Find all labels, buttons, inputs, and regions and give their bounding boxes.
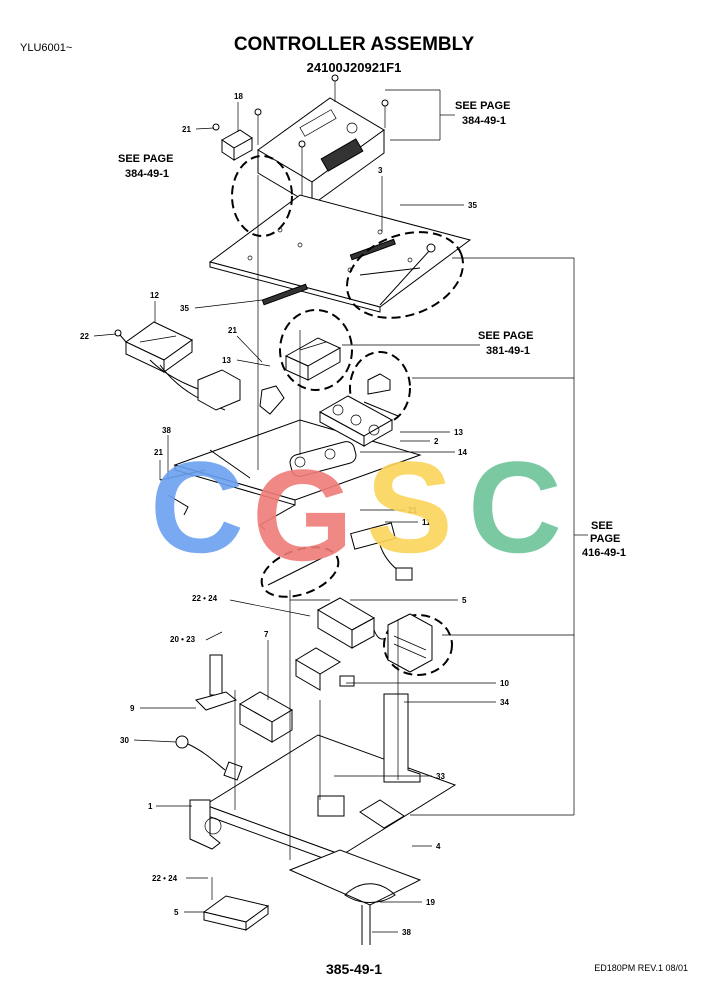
callout-12: 12 <box>150 291 159 300</box>
callout-21: 21 <box>228 326 237 335</box>
callout-13: 13 <box>454 428 463 437</box>
assembly-part-number: 24100J20921F1 <box>306 60 402 75</box>
callout-22: 22 <box>80 332 89 341</box>
callout-3: 3 <box>378 166 383 175</box>
relay-18 <box>221 129 253 161</box>
controller-module-5 <box>316 597 387 649</box>
callout-1: 1 <box>148 802 153 811</box>
detail-circle-contactor <box>279 309 353 391</box>
controller-unit <box>257 97 385 206</box>
see-page-number: 384-49-1 <box>462 115 506 127</box>
callout-9: 9 <box>130 704 135 713</box>
module-7 <box>239 691 293 743</box>
callout-34: 34 <box>500 698 509 707</box>
see-page-label-2: PAGE <box>590 533 620 545</box>
detail-circle-lower-rod <box>260 546 340 598</box>
callout-21: 21 <box>182 125 191 134</box>
page-number: 385-49-1 <box>325 961 383 977</box>
revision-stamp: ED180PM REV.1 08/01 <box>594 963 688 973</box>
callout-21: 21 <box>154 448 163 457</box>
contactor-13 <box>318 395 394 447</box>
bracket-13 <box>259 385 285 415</box>
guide-lines <box>211 175 399 900</box>
cable-19-38 <box>344 883 396 945</box>
model-code: YLU6001~ <box>20 42 73 54</box>
callout-35: 35 <box>468 201 477 210</box>
watermark-letter: G <box>252 442 353 588</box>
callout-5: 5 <box>462 596 467 605</box>
callout-22-24: 22 • 24 <box>152 874 178 883</box>
callout-33: 33 <box>436 772 445 781</box>
detail-circle-rods <box>345 231 465 319</box>
see-page-number: 416-49-1 <box>582 547 626 559</box>
callout-30: 30 <box>120 736 129 745</box>
strip-35-lower <box>261 283 308 306</box>
callout-22-24: 22 • 24 <box>192 594 218 603</box>
page-title: CONTROLLER ASSEMBLY <box>233 34 475 55</box>
callout-20-23: 20 • 23 <box>170 635 196 644</box>
fuse-11 <box>350 522 413 581</box>
see-page-416-bracket <box>342 257 588 816</box>
callout-13: 13 <box>222 356 231 365</box>
mounting-plate-3 <box>208 194 472 313</box>
callout-21: 21 <box>408 506 417 515</box>
callout-10: 10 <box>500 679 509 688</box>
callout-18: 18 <box>234 92 243 101</box>
bracket-34 <box>383 693 421 783</box>
see-page-label: SEE PAGE <box>118 153 173 165</box>
see-page-number: 384-49-1 <box>125 168 169 180</box>
lower-plate-4 <box>203 734 457 906</box>
see-page-label: SEE <box>591 520 613 532</box>
callout-19: 19 <box>426 898 435 907</box>
callout-2: 2 <box>434 437 439 446</box>
upper-bolts <box>212 74 389 270</box>
detail-circle-bracket <box>349 351 411 425</box>
see-page-label: SEE PAGE <box>455 100 510 112</box>
watermark-letter: S <box>366 434 453 580</box>
callout-38: 38 <box>402 928 411 937</box>
see-page-label: SEE PAGE <box>478 330 533 342</box>
cgsc-watermark: C G S C <box>150 434 562 588</box>
watermark-letter: C <box>150 434 244 580</box>
see-page-number: 381-49-1 <box>486 345 530 357</box>
callout-14: 14 <box>458 448 467 457</box>
relay-33 <box>317 795 405 829</box>
detail-circle-module <box>383 614 453 676</box>
watermark-letter: C <box>468 434 562 580</box>
callout-35: 35 <box>180 304 189 313</box>
callout-7: 7 <box>264 630 269 639</box>
contactor-14 <box>289 441 357 477</box>
bracket-1 <box>189 799 222 850</box>
harness-30 <box>175 735 243 781</box>
cover-5-lower <box>202 895 270 931</box>
connector-block-12 <box>125 321 193 373</box>
callout-38: 38 <box>162 426 171 435</box>
module-10 <box>295 647 355 691</box>
leader-lines <box>93 102 496 933</box>
sensor-9 <box>195 654 238 711</box>
detail-circle-relays <box>231 155 293 237</box>
callout-4: 4 <box>436 842 441 851</box>
callout-5: 5 <box>174 908 179 917</box>
callout-11: 11 <box>422 518 431 527</box>
